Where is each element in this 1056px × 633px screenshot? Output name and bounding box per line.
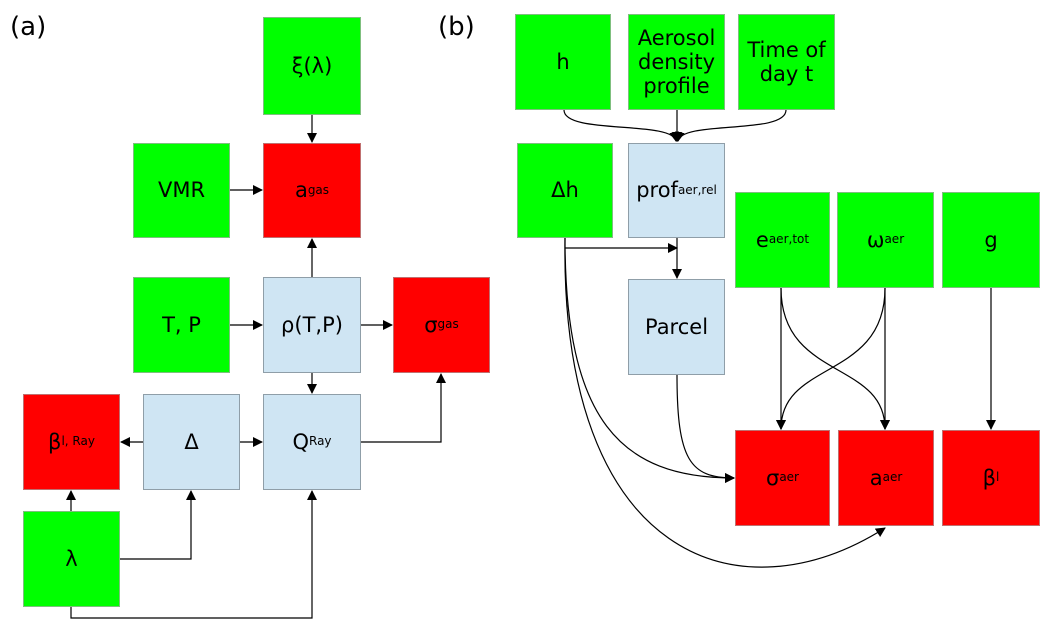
node-text: a (294, 178, 308, 203)
arrow-e-aaer (780, 287, 890, 430)
node-xi: ξ(λ) (263, 17, 361, 115)
node-text: g (984, 227, 998, 252)
panel-a-label: (a) (10, 12, 47, 42)
node-time: Time of day t (738, 14, 835, 110)
arrow-lambda-delta (120, 490, 196, 560)
node-sub: aer,tot (768, 232, 810, 247)
node-g: g (942, 192, 1040, 288)
arrow-dh-sigma (564, 237, 735, 483)
arrow-q-sigma (361, 373, 446, 443)
node-h: h (515, 14, 611, 110)
node-vmr: VMR (133, 143, 230, 238)
node-sub: gas (437, 317, 459, 332)
panel-b-label: (b) (438, 12, 475, 42)
node-text: ω (866, 227, 885, 252)
node-text: e (755, 227, 769, 252)
arrow-parcel-sigma (676, 374, 735, 483)
node-text: Δh (551, 178, 579, 203)
node-aerosol-profile: Aerosol density profile (628, 14, 725, 110)
node-sub: l, Ray (61, 434, 95, 449)
node-text: Q (292, 429, 309, 454)
node-text: β (982, 465, 997, 490)
node-text: Aerosol density profile (637, 25, 716, 99)
node-text: Time of day t (747, 37, 826, 86)
node-text: Δ (184, 429, 199, 454)
node-sub: aer (779, 470, 799, 485)
node-text: Parcel (644, 314, 709, 339)
arrow-omega-sigma (776, 287, 886, 430)
node-sub: aer (882, 470, 903, 485)
node-text: a (869, 465, 883, 490)
node-sub: Ray (309, 434, 332, 449)
node-sub: l (996, 470, 1000, 485)
node-text: ρ(T,P) (281, 312, 343, 337)
node-lambda: λ (23, 511, 120, 607)
node-tp: T, P (133, 277, 230, 373)
node-text: ξ(λ) (291, 53, 333, 78)
node-sub: gas (307, 182, 330, 197)
node-text: β (48, 429, 62, 454)
node-parcel: Parcel (628, 279, 725, 375)
node-rho: ρ(T,P) (263, 277, 361, 373)
arrow-dh-aaer (564, 237, 886, 568)
node-text: T, P (162, 312, 201, 337)
node-sub: aer (884, 232, 905, 247)
node-text: σ (766, 465, 780, 490)
node-text: VMR (157, 178, 206, 203)
node-delta: Δ (143, 394, 240, 490)
arrow-time-prof (674, 109, 787, 142)
node-sub: aer,rel (677, 182, 717, 197)
node-text: σ (424, 312, 438, 337)
node-text: prof (636, 178, 678, 203)
arrow-h-prof (563, 109, 680, 142)
node-text: h (556, 49, 570, 74)
arrow-lambda-q (70, 490, 317, 619)
node-dh: Δh (517, 143, 613, 238)
node-text: λ (65, 546, 78, 571)
